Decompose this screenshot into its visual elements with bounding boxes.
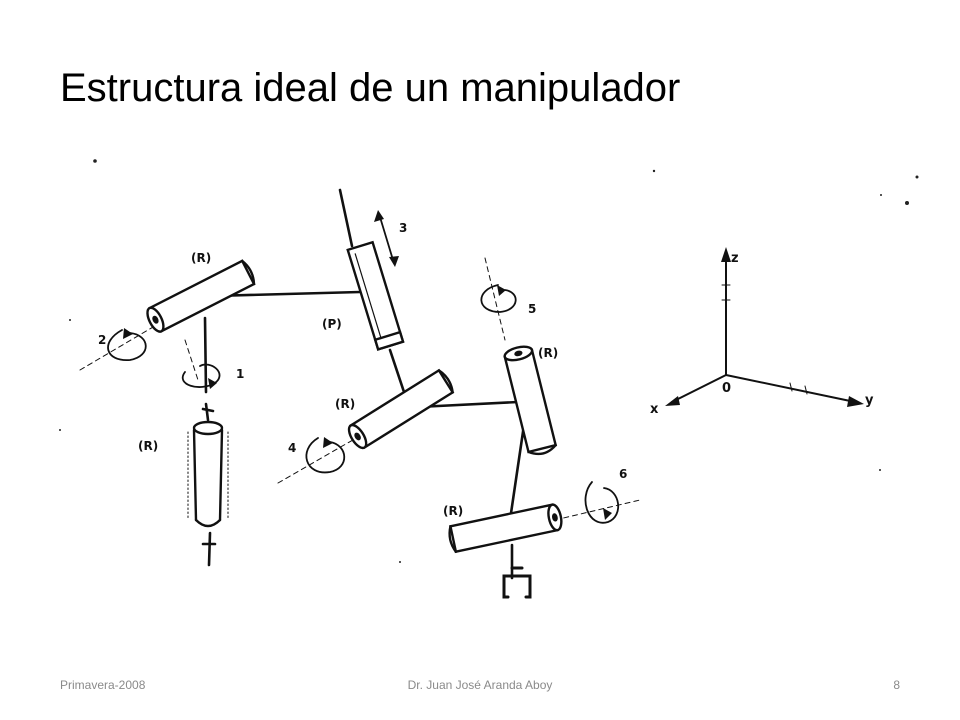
joint-4-cylinder bbox=[347, 368, 455, 450]
rotation-arrow-heads bbox=[123, 285, 612, 520]
footer-date: Primavera-2008 bbox=[60, 678, 146, 692]
joint-4-type-label: (R) bbox=[335, 397, 355, 411]
joint-1-cylinder bbox=[187, 420, 229, 528]
scan-speckles bbox=[59, 159, 919, 563]
joint-2-cylinder bbox=[146, 259, 256, 333]
joint-5-type-label: (R) bbox=[538, 346, 558, 360]
joint-3-type-label: (P) bbox=[322, 317, 342, 331]
joint-number-5: 5 bbox=[528, 302, 536, 316]
joint-number-1: 1 bbox=[236, 367, 244, 381]
axis-x-label: x bbox=[650, 402, 659, 417]
joint-6-type-label: (R) bbox=[443, 504, 463, 518]
joint-2-type-label: (R) bbox=[191, 251, 211, 265]
slide-title: Estructura ideal de un manipulador bbox=[60, 66, 681, 110]
footer-author: Dr. Juan José Aranda Aboy bbox=[407, 678, 553, 692]
gripper bbox=[502, 566, 532, 599]
joint-axes bbox=[79, 257, 641, 521]
joint-6-cylinder bbox=[448, 503, 563, 554]
page-number: 8 bbox=[893, 678, 900, 692]
joint-number-2: 2 bbox=[98, 333, 106, 347]
links bbox=[201, 188, 526, 580]
joint-3-prismatic-block bbox=[346, 240, 405, 351]
joint-number-6: 6 bbox=[619, 467, 627, 481]
rotation-arrows bbox=[107, 284, 619, 524]
translation-arrow-3 bbox=[379, 216, 394, 261]
origin-label: 0 bbox=[722, 381, 731, 396]
joint-number-4: 4 bbox=[288, 441, 296, 455]
axis-y-label: y bbox=[865, 393, 874, 408]
axis-z-label: z bbox=[731, 251, 739, 266]
reference-frame bbox=[671, 254, 856, 403]
joint-1-type-label: (R) bbox=[138, 439, 158, 453]
joint-number-3: 3 bbox=[399, 221, 407, 235]
manipulator-diagram: (R) (P) (R) (R) (R) (R) 1 2 3 4 5 6 z y … bbox=[38, 145, 928, 620]
joint-5-cylinder bbox=[503, 345, 558, 456]
